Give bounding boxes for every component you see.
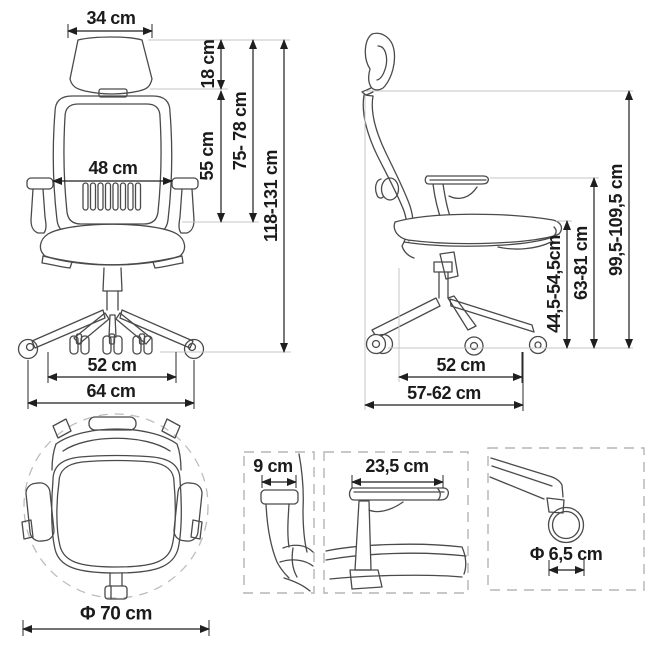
- armrest-side-detail-panel: 23,5 cm: [323, 451, 469, 594]
- side-extension-lines: [364, 90, 633, 410]
- front-view: 34 cm 18 cm 55 cm 75- 78 cm 118-131 cm 4…: [17, 8, 291, 409]
- panel-border: [243, 451, 315, 594]
- side-overall-depth-label: 57-62 cm: [407, 383, 481, 403]
- front-backrest-width-label: 48 cm: [88, 158, 137, 178]
- dim-armrest-pad-width: 9 cm: [253, 456, 297, 488]
- dim-backrest-height: 55 cm: [197, 90, 225, 223]
- side-seat-depth-label: 52 cm: [436, 355, 485, 375]
- dim-base-diameter: Φ 70 cm: [22, 604, 210, 636]
- front-chair-drawing: [17, 36, 205, 360]
- side-armrest-height-label: 63-81 cm: [571, 226, 591, 300]
- side-view: 44,5-54,5cm 63-81 cm 99,5-109,5 cm 52 cm…: [361, 32, 633, 411]
- top-chair-drawing: [21, 416, 203, 600]
- dim-armrest-pad-length: 23,5 cm: [351, 456, 444, 488]
- caster-drawing: [489, 457, 585, 544]
- side-seat-height-label: 44,5-54,5cm: [544, 235, 564, 333]
- caster-detail-panel: Φ 6,5 cm: [487, 447, 645, 591]
- dim-base-track-width: 52 cm: [47, 352, 177, 383]
- front-headrest-height-label: 18 cm: [198, 39, 218, 88]
- dim-overall-height: 118-131 cm: [261, 39, 288, 353]
- armrest-front-drawing: [260, 453, 314, 592]
- front-headrest-width-label: 34 cm: [86, 8, 135, 28]
- front-overall-height-label: 118-131 cm: [261, 150, 281, 242]
- dim-wheel-diameter: Φ 6,5 cm: [530, 544, 603, 576]
- armrest-pad-length-label: 23,5 cm: [365, 456, 428, 476]
- base-circle-outline: [23, 413, 209, 599]
- top-base-diameter-label: Φ 70 cm: [80, 604, 152, 625]
- dim-headrest-width: 34 cm: [67, 8, 153, 38]
- top-view: Φ 70 cm: [21, 413, 210, 636]
- wheel-diameter-label: Φ 6,5 cm: [530, 544, 603, 564]
- dim-headrest-height: 18 cm: [198, 39, 225, 90]
- front-backrest-height-label: 55 cm: [197, 131, 217, 180]
- armrest-pad-width-label: 9 cm: [253, 456, 292, 476]
- dim-overall-width: 64 cm: [27, 360, 195, 409]
- panel-border: [487, 447, 645, 591]
- dim-side-overall-depth: 57-62 cm: [364, 352, 524, 411]
- front-base-track-width-label: 52 cm: [87, 355, 136, 375]
- dim-back-with-headrest: 75- 78 cm: [230, 39, 257, 223]
- armrest-front-detail-panel: 9 cm: [243, 451, 315, 594]
- front-back-with-headrest-label: 75- 78 cm: [230, 92, 250, 170]
- dim-backrest-width: 48 cm: [52, 158, 173, 185]
- dim-side-overall-height: 99,5-109,5 cm: [606, 90, 633, 349]
- front-overall-width-label: 64 cm: [86, 381, 135, 401]
- dim-side-seat-depth: 52 cm: [398, 352, 523, 383]
- panel-border: [323, 451, 469, 594]
- armrest-side-drawing: [325, 487, 467, 590]
- dim-side-seat-height: 44,5-54,5cm: [544, 220, 571, 349]
- side-overall-height-label: 99,5-109,5 cm: [606, 164, 626, 276]
- dim-side-armrest-height: 63-81 cm: [571, 177, 598, 349]
- side-chair-drawing: [361, 32, 563, 356]
